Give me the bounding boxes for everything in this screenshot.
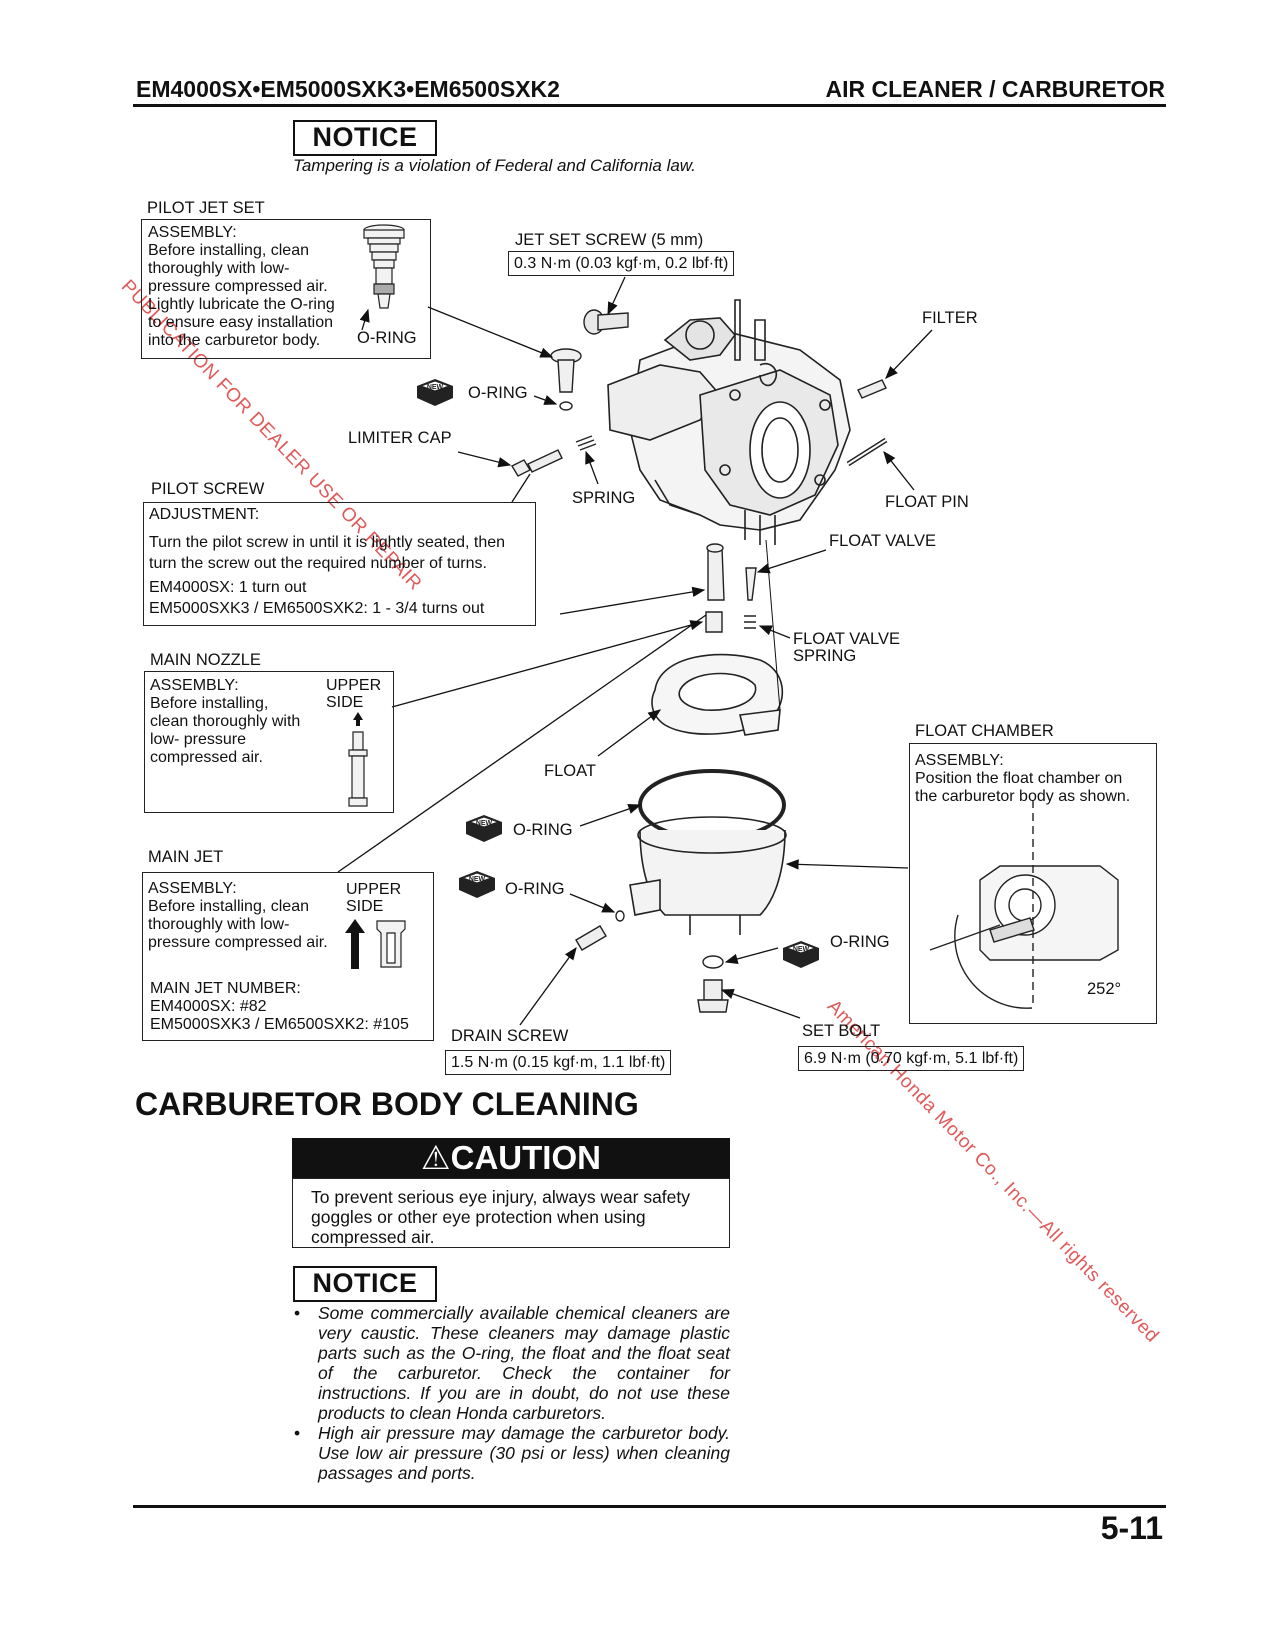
label-main-jet: MAIN JET [148, 848, 224, 866]
label-float-pin: FLOAT PIN [885, 493, 969, 511]
drain-screw-part [575, 910, 625, 951]
label-o-ring-4: O-RING [830, 933, 890, 951]
label-o-ring-2: O-RING [513, 821, 573, 839]
float-chamber-box: ASSEMBLY: Position the float chamber on … [909, 743, 1157, 1024]
up-arrow-icon [353, 712, 363, 726]
main-jet-upper-1: UPPER [346, 881, 402, 898]
section-title-cleaning: CARBURETOR BODY CLEANING [135, 1086, 639, 1122]
float-chamber-part [629, 769, 787, 935]
pilot-jet-o-ring-label: O-RING [357, 329, 417, 347]
svg-text:NEW: NEW [469, 876, 486, 883]
notice-item-text: Some commercially available chemical cle… [318, 1303, 730, 1423]
jet-set-screw-part [583, 309, 629, 335]
new-part-icon: NEW [417, 379, 453, 406]
main-nozzle-upper-2: SIDE [326, 694, 364, 711]
label-limiter-cap: LIMITER CAP [348, 429, 452, 447]
torque-jet-set-screw: 0.3 N·m (0.03 kgf·m, 0.2 lbf·ft) [508, 251, 735, 276]
notice-title: NOTICE [293, 120, 437, 156]
main-jet-illustration [345, 919, 406, 969]
carburetor-body [607, 299, 851, 545]
section-header: AIR CLEANER / CARBURETOR [825, 76, 1165, 102]
main-nozzle-illustration [348, 712, 368, 807]
main-jet-box-text: ASSEMBLY: Before installing, clean thoro… [148, 880, 328, 951]
pilot-jet-illustration [363, 224, 405, 309]
up-arrow-icon [345, 919, 365, 969]
float-part [651, 653, 784, 736]
pilot-jet-part [550, 348, 582, 411]
pilot-screw-box-title: ADJUSTMENT: [149, 506, 260, 523]
label-filter: FILTER [922, 309, 978, 327]
float-chamber-inset [929, 800, 1119, 1009]
footer-rule [133, 1505, 1166, 1508]
pilot-screw-part [511, 435, 597, 477]
pilot-jet-box: ASSEMBLY: Before installing, clean thoro… [141, 219, 431, 359]
main-jet-box: ASSEMBLY: Before installing, clean thoro… [142, 872, 434, 1041]
set-bolt-part [697, 955, 729, 1013]
pilot-screw-box: ADJUSTMENT: Turn the pilot screw in unti… [143, 502, 536, 626]
new-part-icon: NEW [783, 941, 819, 968]
label-jet-set-screw: JET SET SCREW (5 mm) [515, 231, 704, 249]
torque-drain-screw: 1.5 N·m (0.15 kgf·m, 1.1 lbf·ft) [445, 1050, 672, 1075]
svg-text:NEW: NEW [476, 820, 493, 827]
main-nozzle-upper-1: UPPER [326, 677, 382, 694]
label-o-ring-1: O-RING [468, 384, 528, 402]
label-float-valve: FLOAT VALVE [829, 532, 936, 550]
caution-title: ⚠CAUTION [292, 1138, 730, 1178]
main-jet-upper-2: SIDE [346, 898, 384, 915]
notice-list-item: • High air pressure may damage the carbu… [294, 1423, 730, 1483]
float-chamber-box-text: ASSEMBLY: Position the float chamber on … [915, 752, 1131, 805]
main-nozzle-part [705, 543, 757, 633]
bullet: • [294, 1303, 301, 1323]
pilot-screw-spec-1: EM4000SX: 1 turn out [149, 579, 307, 596]
page-number: 5-11 [1100, 1510, 1163, 1546]
float-chamber-angle: 252° [1087, 980, 1122, 998]
main-nozzle-box-text: ASSEMBLY: Before installing, clean thoro… [150, 677, 301, 766]
label-pilot-screw: PILOT SCREW [151, 480, 265, 498]
notice-item-text: High air pressure may damage the carbure… [318, 1423, 730, 1483]
pilot-screw-box-text: Turn the pilot screw in until it is ligh… [149, 534, 506, 572]
model-header: EM4000SX•EM5000SXK3•EM6500SXK2 [136, 76, 560, 102]
header-rule [133, 104, 1166, 107]
label-drain-screw: DRAIN SCREW [451, 1027, 569, 1045]
notice-title-2: NOTICE [293, 1266, 437, 1302]
carburetor-exploded-diagram [337, 276, 1119, 1026]
label-float-valve-spring-1: FLOAT VALVE [793, 630, 900, 648]
svg-text:NEW: NEW [427, 384, 444, 391]
main-nozzle-box: ASSEMBLY: Before installing, clean thoro… [144, 671, 394, 813]
notice-list: • Some commercially available chemical c… [294, 1303, 730, 1483]
label-spring: SPRING [572, 489, 636, 507]
label-float-chamber: FLOAT CHAMBER [915, 722, 1054, 740]
pilot-screw-spec-2: EM5000SXK3 / EM6500SXK2: 1 - 3/4 turns o… [149, 600, 485, 617]
label-pilot-jet-set: PILOT JET SET [147, 199, 265, 217]
notice-text: Tampering is a violation of Federal and … [293, 156, 696, 175]
new-part-icon: NEW [459, 871, 495, 898]
svg-text:NEW: NEW [793, 946, 810, 953]
bullet: • [294, 1423, 301, 1443]
main-jet-number: MAIN JET NUMBER: EM4000SX: #82 EM5000SXK… [150, 980, 409, 1033]
label-float-valve-spring-2: SPRING [793, 647, 857, 665]
caution-text: To prevent serious eye injury, always we… [292, 1178, 730, 1248]
label-main-nozzle: MAIN NOZZLE [150, 651, 261, 669]
pilot-jet-box-text: ASSEMBLY: Before installing, clean thoro… [148, 224, 335, 349]
filter-part [857, 379, 887, 399]
notice-list-item: • Some commercially available chemical c… [294, 1303, 730, 1423]
torque-set-bolt: 6.9 N·m (0.70 kgf·m, 5.1 lbf·ft) [798, 1046, 1025, 1071]
label-o-ring-3: O-RING [505, 880, 565, 898]
label-float: FLOAT [544, 762, 596, 780]
label-set-bolt: SET BOLT [802, 1022, 881, 1040]
new-part-icon: NEW [466, 815, 502, 842]
